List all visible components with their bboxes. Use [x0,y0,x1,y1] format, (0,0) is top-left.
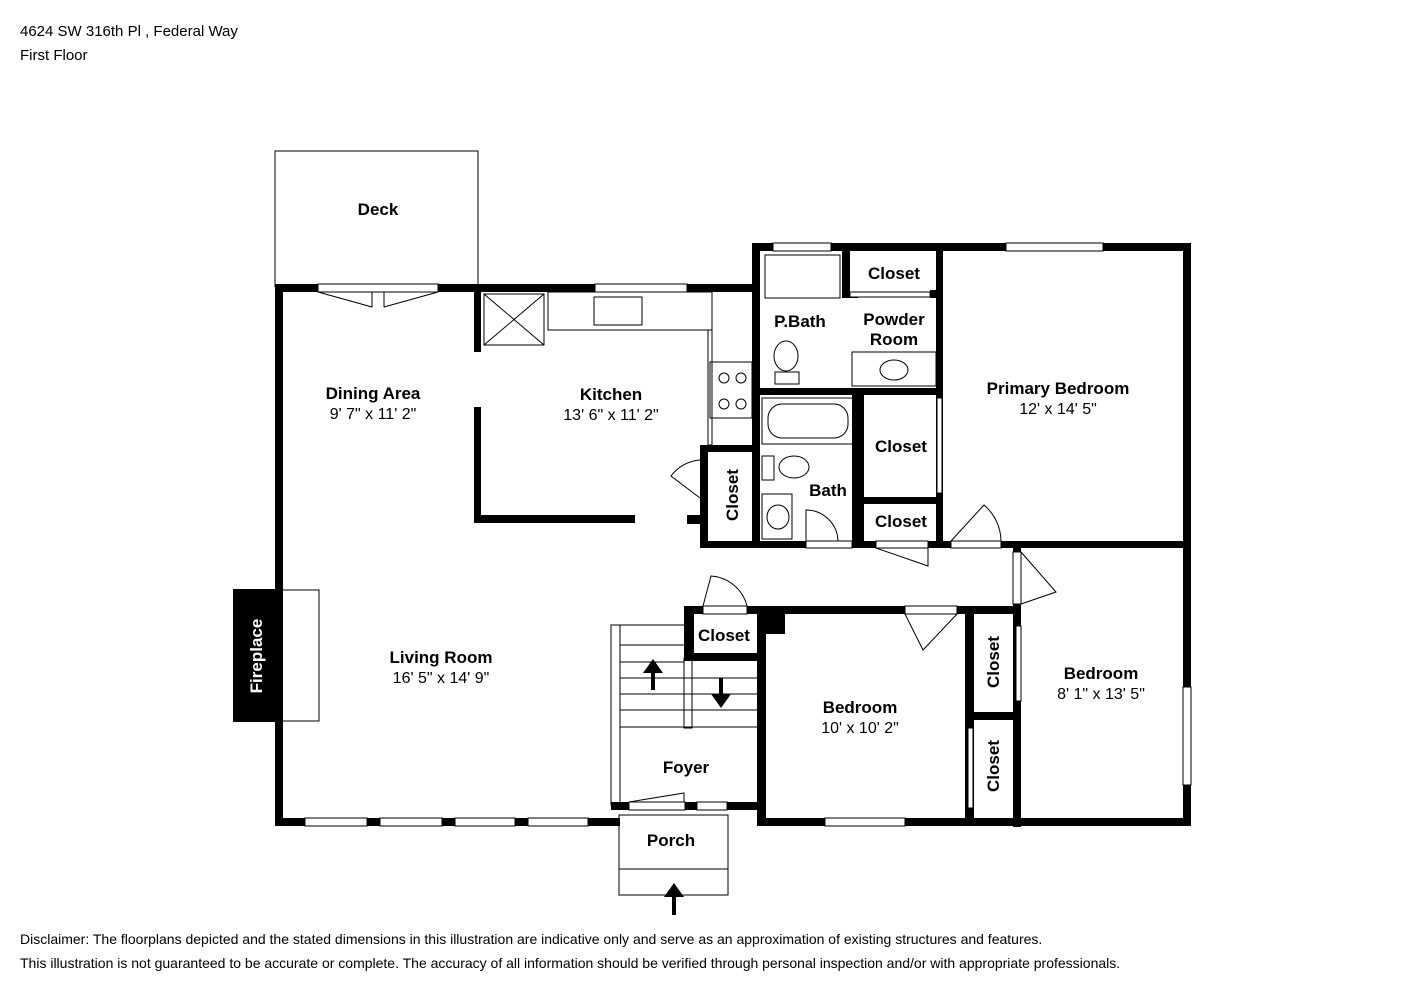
address-text: 4624 SW 316th Pl , Federal Way [20,23,238,40]
closet-top-label: Closet [868,264,920,283]
disclaimer-line-2: This illustration is not guaranteed to b… [20,955,1121,971]
fireplace-hearth [281,589,320,722]
closet-bedroom-lower-label: Closet [984,740,1003,792]
closet-mid-label: Closet [875,437,927,456]
fireplace-block [233,589,277,722]
deck-outline [274,150,479,287]
bedroom-right-dims: 8' 1" x 13' 5" [1057,686,1145,703]
kitchen-dims: 13' 6" x 11' 2" [563,407,658,424]
kitchen-label: Kitchen [580,385,642,404]
pbath-label: P.Bath [774,312,826,331]
closet-foyer-label: Closet [698,626,750,645]
dining-area-label: Dining Area [326,384,421,403]
walls [275,243,1191,827]
bedroom-mid-dims: 10' x 10' 2" [821,720,899,737]
powder-room-label-2: Room [870,330,918,349]
closet-bedroom-upper-label: Closet [984,636,1003,688]
bath-label: Bath [809,481,847,500]
living-room-dims: 16' 5" x 14' 9" [393,670,490,687]
porch-outline [618,814,729,896]
primary-bedroom-dims: 12' x 14' 5" [1019,401,1097,418]
living-room-label: Living Room [390,648,493,667]
bedroom-right-label: Bedroom [1064,664,1139,683]
deck-label: Deck [358,200,399,219]
bath-fixtures [761,254,937,540]
fireplace-label: Fireplace [247,619,266,694]
direction-arrows [643,659,731,915]
dining-area-dims: 9' 7" x 11' 2" [330,406,417,423]
floor-label: First Floor [20,47,88,64]
porch-label: Porch [647,831,695,850]
powder-room-label-1: Powder [863,310,925,329]
closet-kitchen-label: Closet [723,469,742,521]
closet-small-label: Closet [875,512,927,531]
bedroom-mid-label: Bedroom [823,698,898,717]
doors [317,283,1057,811]
foyer-label: Foyer [663,758,710,777]
windows [304,242,1192,827]
disclaimer-line-1: Disclaimer: The floorplans depicted and … [20,931,1043,947]
primary-bedroom-label: Primary Bedroom [987,379,1130,398]
kitchen-fixtures [483,291,753,446]
